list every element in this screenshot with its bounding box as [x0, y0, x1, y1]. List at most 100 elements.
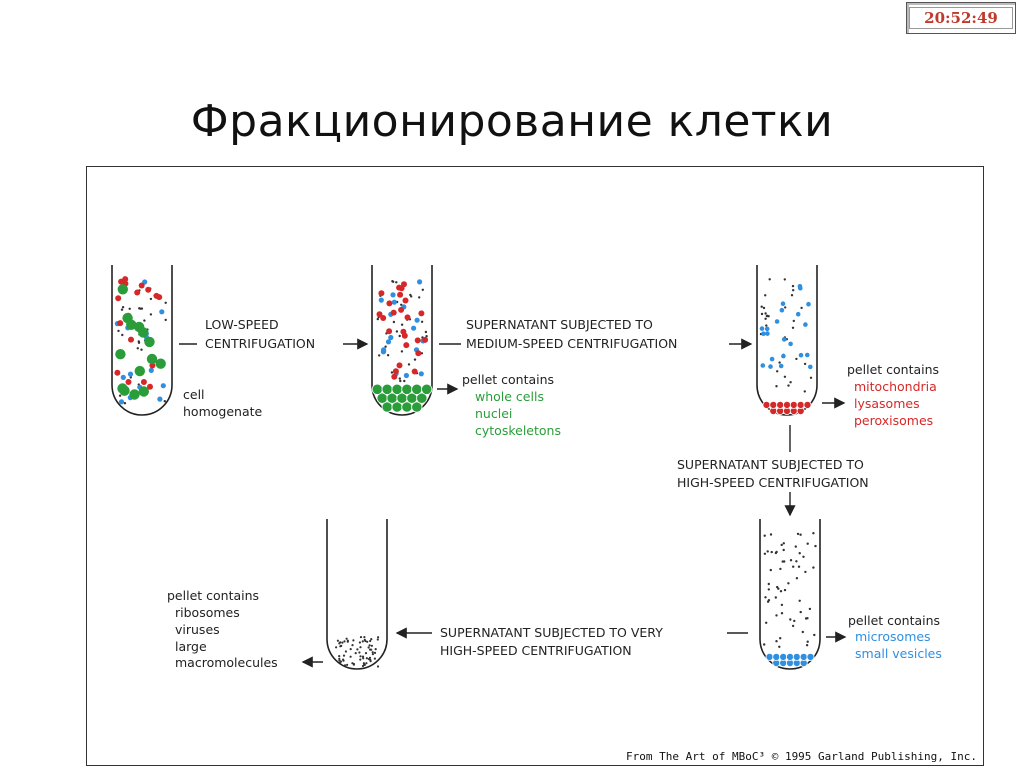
small-dot — [778, 361, 780, 363]
pellet-dot — [353, 664, 355, 666]
pellet-dot — [364, 664, 366, 666]
small-dot — [775, 614, 777, 616]
blue-particle — [765, 331, 770, 336]
blue-particle — [780, 308, 785, 313]
red-particle — [403, 342, 409, 348]
red-particle — [397, 292, 403, 298]
pellet-dot — [375, 648, 377, 650]
red-particle — [391, 374, 397, 380]
pellet-dot — [342, 659, 344, 661]
red-pellet-particle — [783, 401, 790, 408]
high-speed-line-2: HIGH-SPEED CENTRIFUGATION — [677, 475, 869, 490]
small-dot — [790, 559, 792, 561]
small-dot — [797, 533, 799, 535]
small-dot — [787, 384, 789, 386]
fractionation-diagram: LOW-SPEED CENTRIFUGATION SUPERNATANT SUB… — [86, 166, 984, 766]
pellet-dot — [377, 636, 379, 638]
blue-particle — [760, 326, 765, 331]
small-dot — [768, 583, 770, 585]
pellet-dot — [338, 659, 340, 661]
pellet-dot — [366, 657, 368, 659]
small-dot — [775, 385, 777, 387]
small-dot — [391, 371, 393, 373]
green-cell — [156, 359, 166, 369]
red-pellet-particle — [797, 401, 804, 408]
small-dot — [399, 377, 401, 379]
small-dot — [795, 560, 797, 562]
small-dot — [783, 549, 785, 551]
red-particle — [399, 285, 405, 291]
small-dot — [767, 550, 769, 552]
small-dot — [798, 566, 800, 568]
small-dot — [770, 533, 772, 535]
small-dot — [418, 296, 420, 298]
blue-particle — [159, 309, 164, 314]
pellet-dot — [356, 648, 358, 650]
small-dot — [781, 612, 783, 614]
small-dot — [140, 349, 142, 351]
figure-credit: From The Art of MBoC³ © 1995 Garland Pub… — [626, 750, 977, 763]
small-dot — [414, 358, 416, 360]
green-cell — [118, 284, 128, 294]
pellet-dot — [359, 646, 361, 648]
pellet-dot — [359, 641, 361, 643]
blue-particle — [781, 301, 786, 306]
red-particle — [415, 337, 421, 343]
small-dot — [408, 363, 410, 365]
pellet-dot — [377, 638, 379, 640]
red-particle — [403, 298, 409, 304]
red-particle — [114, 370, 120, 376]
blue-particle — [388, 335, 393, 340]
small-dot — [771, 551, 773, 553]
blue-particle — [779, 364, 784, 369]
green-cell — [144, 337, 154, 347]
small-dot — [377, 318, 379, 320]
pellet-dot — [360, 636, 362, 638]
red-particle — [415, 350, 421, 356]
green-cell — [135, 366, 145, 376]
pellet-dot — [363, 636, 365, 638]
blue-pellet-particle — [766, 653, 773, 660]
small-dot — [779, 568, 781, 570]
blue-pellet-particle — [793, 653, 800, 660]
small-dot — [804, 571, 806, 573]
blue-particle — [390, 292, 395, 297]
clock-widget: 20:52:49 — [906, 2, 1016, 34]
pellet-dot — [355, 652, 357, 654]
small-dot — [781, 604, 783, 606]
blue-particle — [775, 319, 780, 324]
small-dot — [121, 334, 123, 336]
blue-particle — [761, 331, 766, 336]
small-dot — [799, 552, 801, 554]
small-dot — [165, 302, 167, 304]
pellet-dot — [344, 664, 346, 666]
small-dot — [807, 543, 809, 545]
small-dot — [804, 390, 806, 392]
red-particle — [145, 287, 151, 293]
pellet-dot — [339, 641, 341, 643]
pellet-dot — [374, 658, 376, 660]
blue-particle — [419, 371, 424, 376]
small-dot — [795, 545, 797, 547]
small-dot — [395, 281, 397, 283]
small-dot — [789, 618, 791, 620]
small-dot — [765, 324, 767, 326]
blue-pellet-particle — [773, 653, 780, 660]
small-dot — [807, 641, 809, 643]
red-particle — [378, 290, 384, 296]
blue-particle — [119, 399, 124, 404]
small-dot — [425, 331, 427, 333]
small-dot — [789, 381, 791, 383]
pellet-dot — [338, 655, 340, 657]
pellet1-item-2: nuclei — [475, 406, 512, 421]
green-pellet-cell — [372, 384, 382, 394]
pellet2-item-3: peroxisomes — [854, 413, 933, 428]
red-particle — [405, 314, 411, 320]
small-dot — [799, 600, 801, 602]
blue-particle — [796, 312, 801, 317]
small-dot — [761, 313, 763, 315]
small-dot — [799, 534, 801, 536]
low-speed-line-1: LOW-SPEED — [205, 317, 279, 332]
pellet-dot — [345, 650, 347, 652]
red-particle — [412, 369, 418, 375]
